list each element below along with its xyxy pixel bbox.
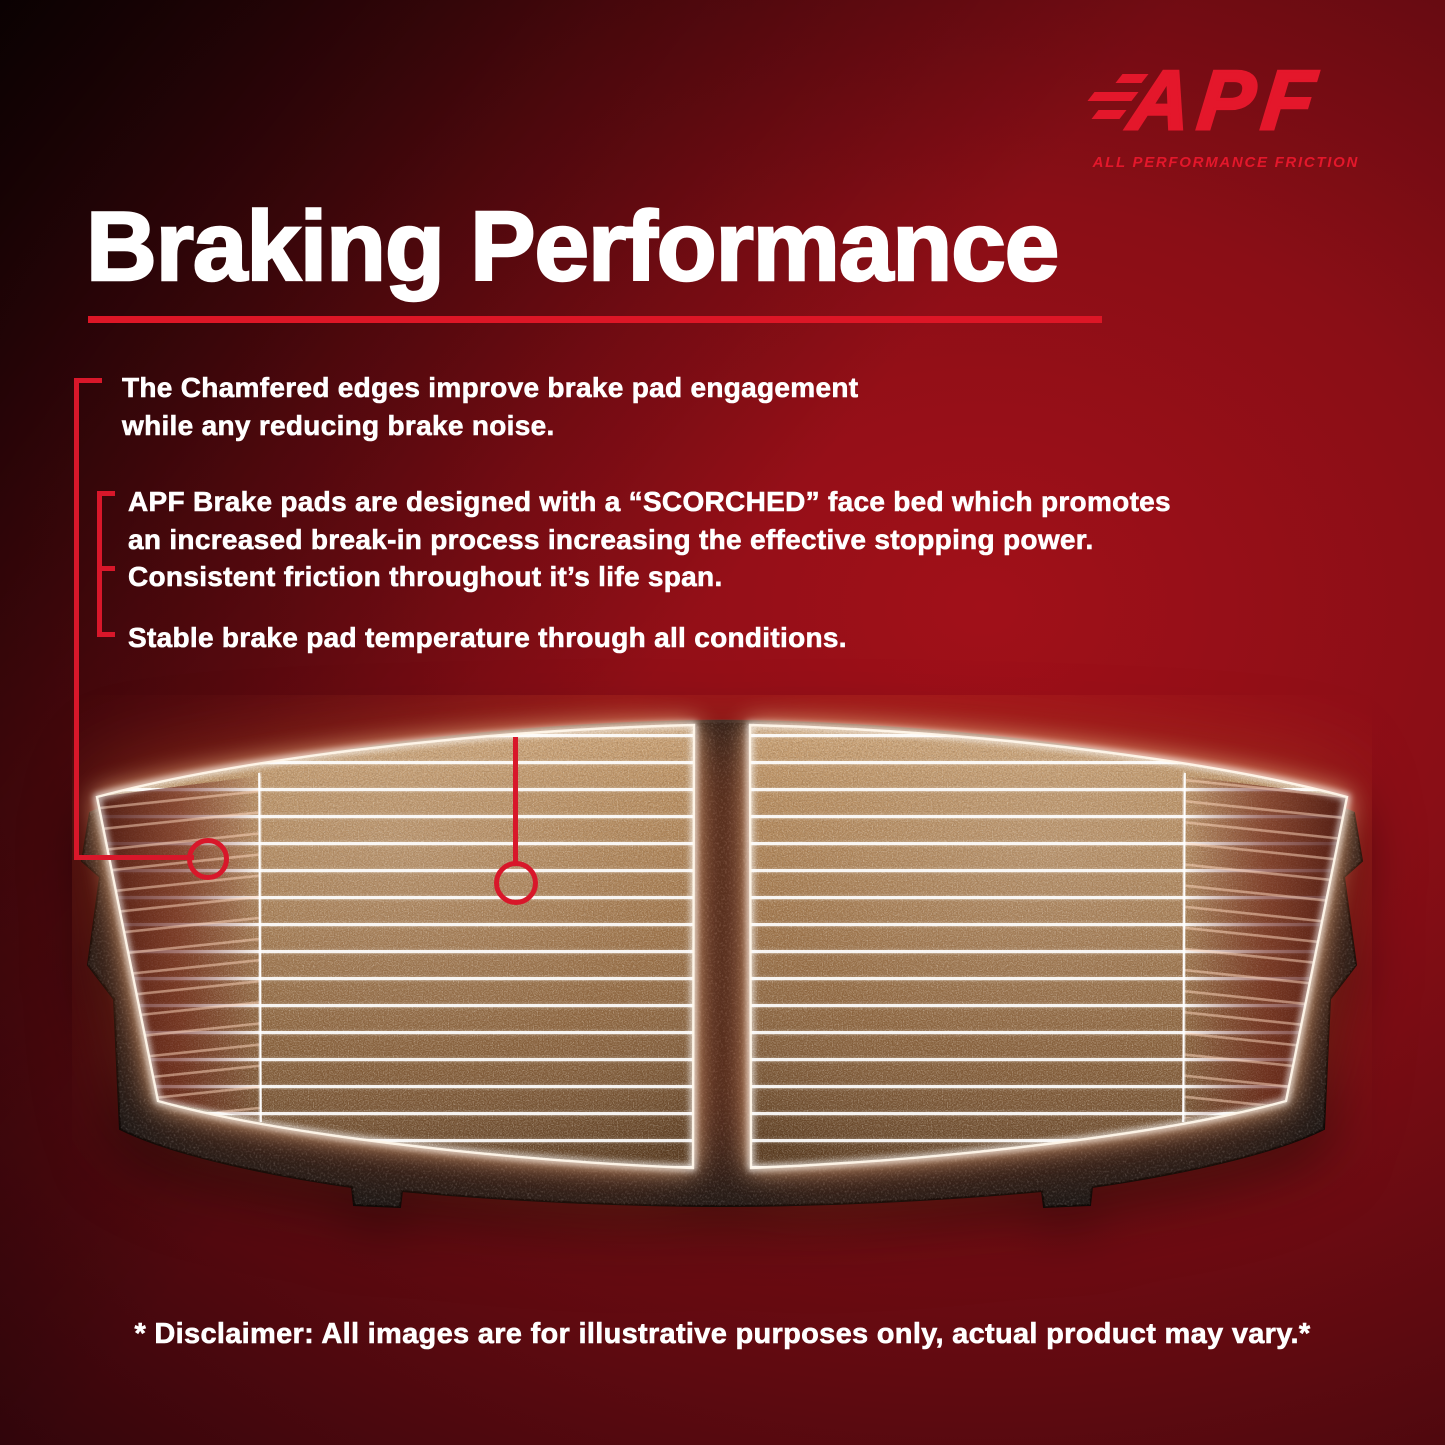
connector-tick — [97, 491, 115, 496]
connector-tick — [97, 566, 115, 571]
bullet-scorched-face: APF Brake pads are designed with a “SCOR… — [128, 483, 1171, 559]
connector-line-chamfer — [74, 378, 79, 860]
scorched-callout-circle — [494, 861, 538, 905]
page-title: Braking Performance — [85, 190, 1061, 303]
friction-faces — [93, 721, 1351, 1172]
bullet-stable-temperature: Stable brake pad temperature through all… — [128, 619, 847, 657]
speed-line-icon — [1087, 92, 1139, 101]
bullet-line: The Chamfered edges improve brake pad en… — [122, 372, 859, 404]
connector-tick — [97, 632, 115, 637]
bullet-line: an increased break-in process increasing… — [128, 523, 1094, 555]
right-pad-face — [750, 725, 1347, 1168]
connector-line-bullets — [97, 491, 102, 637]
chamfer-callout-circle — [187, 838, 229, 880]
brake-pads-image — [80, 719, 1364, 1209]
bullet-line: while any reducing brake noise. — [122, 409, 555, 441]
apf-tagline: ALL PERFORMANCE FRICTION — [1092, 154, 1359, 171]
connector-line-scorched — [513, 737, 518, 865]
title-underline — [88, 316, 1102, 323]
connector-tick — [74, 378, 102, 383]
bullet-line: Stable brake pad temperature through all… — [128, 622, 847, 654]
left-pad-face — [97, 725, 694, 1168]
bullet-line: APF Brake pads are designed with a “SCOR… — [128, 486, 1171, 518]
bullet-line: Consistent friction throughout it’s life… — [128, 561, 723, 593]
apf-logo: APF ALL PERFORMANCE FRICTION — [1092, 52, 1359, 172]
bullet-chamfered-edges: The Chamfered edges improve brake pad en… — [122, 369, 859, 445]
bullet-consistent-friction: Consistent friction throughout it’s life… — [128, 558, 723, 596]
apf-wordmark: APF — [1123, 52, 1328, 149]
disclaimer-text: * Disclaimer: All images are for illustr… — [134, 1318, 1311, 1351]
connector-line-chamfer — [74, 855, 194, 860]
